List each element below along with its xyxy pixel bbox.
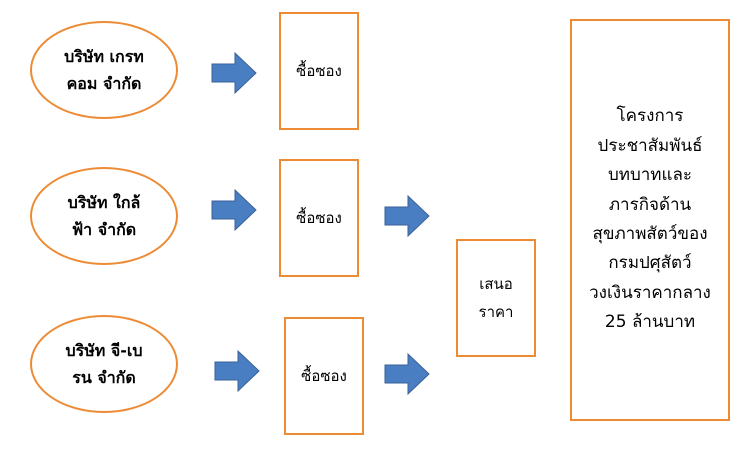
company-label-2: บริษัท ใกล้ ฟ้า จำกัด <box>67 192 141 239</box>
company-label-1: บริษัท เกรท คอม จำกัด <box>64 46 144 93</box>
price-offer-label: เสนอ ราคา <box>478 274 514 322</box>
buy-envelope-label-1: ซื้อซอง <box>296 61 342 80</box>
buy-envelope-label-2: ซื้อซอง <box>296 208 342 227</box>
buy-envelope-box-1: ซื้อซอง <box>279 12 359 130</box>
company-ellipse-3: บริษัท จี-เบ รน จำกัด <box>30 315 178 413</box>
arrow-right-icon <box>384 194 430 238</box>
company-ellipse-1: บริษัท เกรท คอม จำกัด <box>30 21 178 119</box>
buy-envelope-box-2: ซื้อซอง <box>279 159 359 277</box>
price-offer-box: เสนอ ราคา <box>456 239 536 357</box>
company-label-3: บริษัท จี-เบ รน จำกัด <box>65 340 143 387</box>
buy-envelope-box-3: ซื้อซอง <box>284 317 364 435</box>
project-label: โครงการ ประชาสัมพันธ์ บทบาทและ ภารกิจด้า… <box>589 106 711 333</box>
arrow-right-icon <box>214 349 260 393</box>
buy-envelope-label-3: ซื้อซอง <box>301 366 347 385</box>
arrow-right-icon <box>211 51 257 95</box>
arrow-right-icon <box>384 352 430 396</box>
arrow-right-icon <box>211 188 257 232</box>
company-ellipse-2: บริษัท ใกล้ ฟ้า จำกัด <box>30 167 178 265</box>
project-box: โครงการ ประชาสัมพันธ์ บทบาทและ ภารกิจด้า… <box>570 19 730 421</box>
